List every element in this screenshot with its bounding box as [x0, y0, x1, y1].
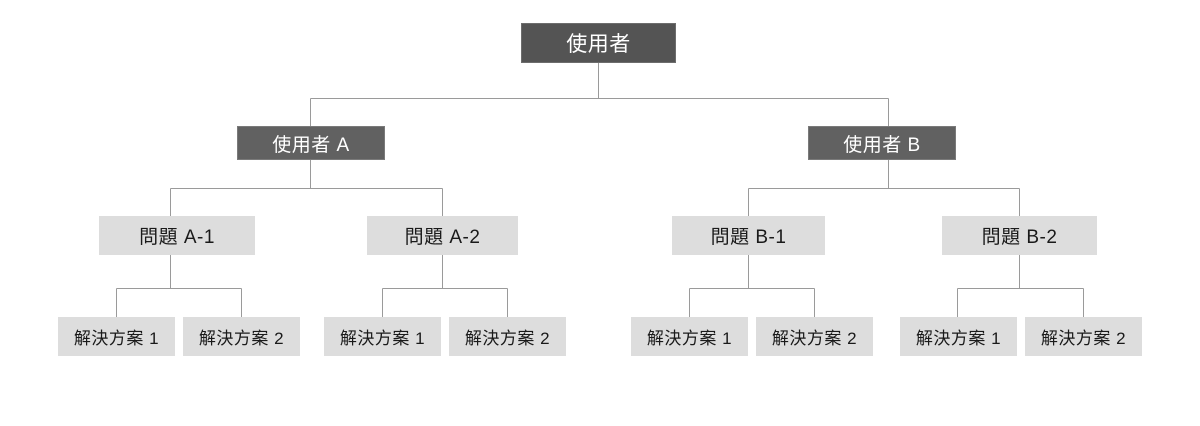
node-label: 解決方案 1 — [73, 329, 160, 348]
node-label: 解決方案 1 — [646, 329, 733, 348]
node-label: 使用者 B — [843, 134, 921, 156]
node-label: 使用者 — [566, 33, 631, 56]
node-label: 使用者 A — [272, 134, 350, 156]
node-solution-a2-2[interactable]: 解決方案 2 — [449, 317, 566, 356]
node-label: 解決方案 2 — [464, 329, 551, 348]
node-solution-a2-1[interactable]: 解決方案 1 — [324, 317, 441, 356]
node-issue-a2[interactable]: 問題 A-2 — [367, 216, 518, 255]
node-label: 問題 A-2 — [404, 227, 481, 248]
node-solution-a1-1[interactable]: 解決方案 1 — [58, 317, 175, 356]
node-solution-a1-2[interactable]: 解決方案 2 — [183, 317, 300, 356]
node-user-a[interactable]: 使用者 A — [237, 126, 385, 160]
node-label: 解決方案 1 — [339, 329, 426, 348]
node-label: 問題 B-2 — [981, 227, 1058, 248]
node-issue-b2[interactable]: 問題 B-2 — [942, 216, 1097, 255]
node-solution-b2-1[interactable]: 解決方案 1 — [900, 317, 1017, 356]
node-solution-b2-2[interactable]: 解決方案 2 — [1025, 317, 1142, 356]
node-issue-a1[interactable]: 問題 A-1 — [99, 216, 255, 255]
node-issue-b1[interactable]: 問題 B-1 — [672, 216, 825, 255]
node-user-b[interactable]: 使用者 B — [808, 126, 956, 160]
node-label: 問題 B-1 — [710, 227, 787, 248]
node-solution-b1-1[interactable]: 解決方案 1 — [631, 317, 748, 356]
node-label: 解決方案 2 — [1040, 329, 1127, 348]
node-label: 解決方案 1 — [915, 329, 1002, 348]
node-label: 解決方案 2 — [771, 329, 858, 348]
node-label: 解決方案 2 — [198, 329, 285, 348]
node-label: 問題 A-1 — [139, 227, 215, 248]
node-root-user[interactable]: 使用者 — [521, 23, 676, 63]
node-solution-b1-2[interactable]: 解決方案 2 — [756, 317, 873, 356]
